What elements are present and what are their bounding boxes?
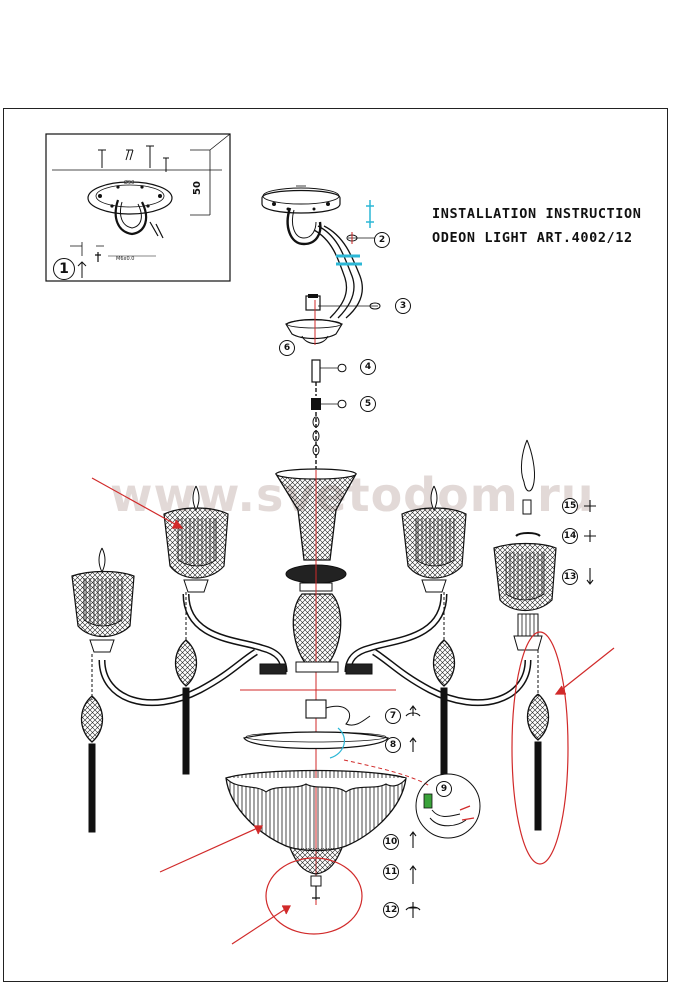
step-number-12: 12 bbox=[383, 902, 399, 918]
inset-plate bbox=[87, 181, 173, 239]
step-number-9: 9 bbox=[436, 781, 452, 797]
red-arrow-finial bbox=[231, 905, 291, 945]
red-arrow-drop bbox=[555, 647, 615, 695]
inset-dimension-label: 50 bbox=[192, 181, 203, 195]
inset-mounting-detail bbox=[45, 133, 231, 282]
inset-plate-label-bottom: M6x0.0 bbox=[116, 256, 135, 262]
instruction-title: INSTALLATION INSTRUCTION bbox=[432, 206, 642, 222]
canopy-cup bbox=[285, 294, 381, 345]
step-number-4: 4 bbox=[360, 359, 376, 375]
step-number-3: 3 bbox=[395, 298, 411, 314]
step-number-13: 13 bbox=[562, 569, 578, 585]
pendant-drops bbox=[80, 592, 550, 833]
step-number-2: 2 bbox=[374, 232, 390, 248]
bottom-bowl-assembly bbox=[225, 689, 431, 900]
inset-plate-label-top: Ø90 bbox=[124, 180, 135, 186]
product-article-title: ODEON LIGHT ART.4002/12 bbox=[432, 230, 633, 246]
step-icons bbox=[405, 500, 596, 918]
step-number-15: 15 bbox=[562, 498, 578, 514]
step-number-8: 8 bbox=[385, 737, 401, 753]
step-number-5: 5 bbox=[360, 396, 376, 412]
wire-connector-blue bbox=[336, 254, 362, 266]
instruction-sheet-border bbox=[3, 108, 668, 982]
step-number-1: 1 bbox=[53, 258, 75, 280]
wire-terminal-icon bbox=[366, 200, 374, 228]
step-number-10: 10 bbox=[383, 834, 399, 850]
step-number-7: 7 bbox=[385, 708, 401, 724]
red-annotations bbox=[91, 477, 615, 945]
detail-connector-circle bbox=[415, 773, 481, 839]
hanging-chain bbox=[311, 359, 347, 470]
central-column bbox=[274, 468, 357, 905]
lamp-shade-inner-right bbox=[401, 485, 467, 593]
lamp-shade-outer-left bbox=[71, 547, 135, 653]
step-number-6: 6 bbox=[279, 340, 295, 356]
inset-screws bbox=[98, 145, 169, 172]
red-ellipse-drop bbox=[511, 631, 569, 865]
step-number-14: 14 bbox=[562, 528, 578, 544]
red-circle-finial bbox=[265, 857, 363, 935]
red-arrow-shade bbox=[91, 477, 183, 529]
lamp-shade-inner-left bbox=[163, 485, 229, 593]
red-arrow-bowl bbox=[159, 825, 263, 873]
lamp-shade-outer-right bbox=[493, 439, 557, 651]
step-number-11: 11 bbox=[383, 864, 399, 880]
